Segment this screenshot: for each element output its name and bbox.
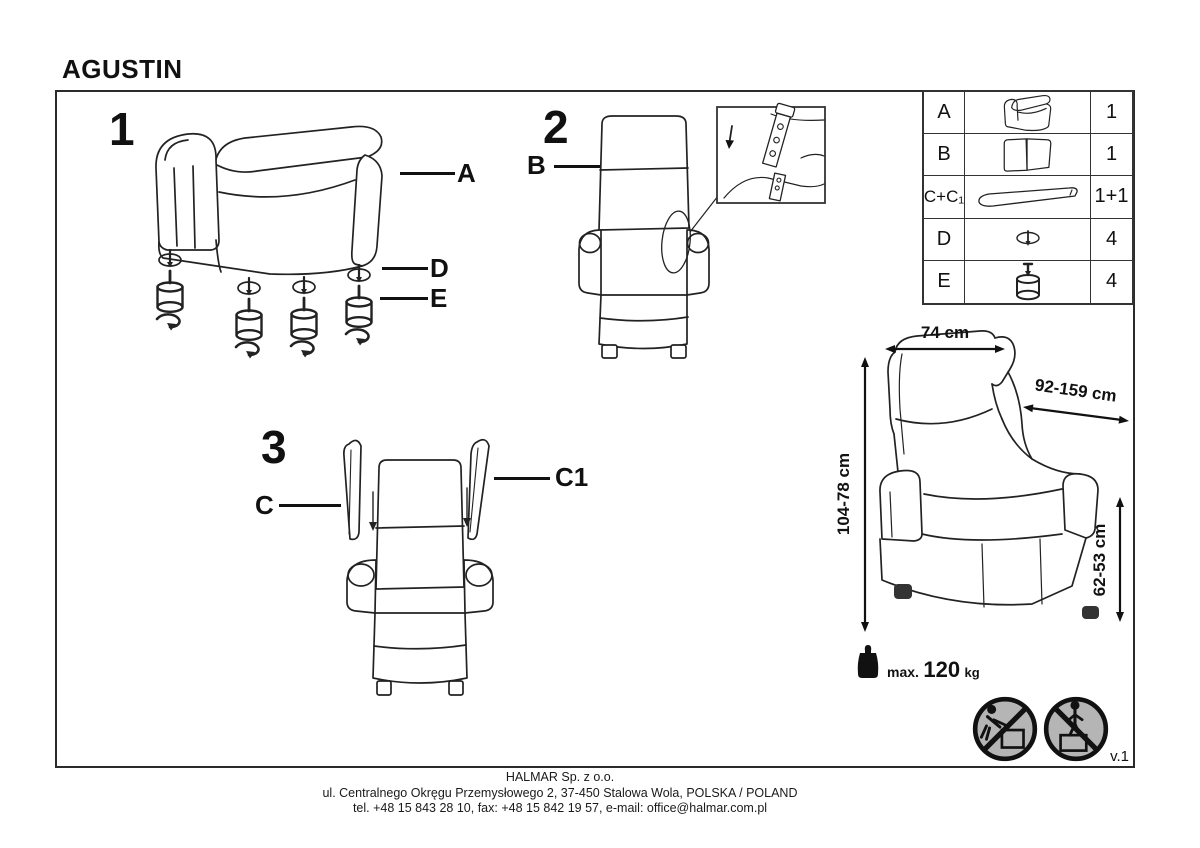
step3-chair-drawing (343, 438, 494, 696)
no-standing-prohibition-icon (1043, 696, 1109, 762)
parts-table: A 1 B 1 C+C₁ (922, 90, 1134, 305)
step1-chair-drawing (155, 125, 383, 360)
inset-connector-line (689, 195, 719, 233)
footer-address: ul. Centralnego Okręgu Przemysłowego 2, … (322, 785, 798, 800)
table-row: E 4 (924, 260, 1132, 303)
step2-number: 2 (543, 101, 569, 153)
label-line-c (279, 504, 341, 507)
dimension-width-label: 74 cm (921, 323, 969, 342)
max-load-unit: kg (964, 665, 980, 680)
footer: HALMAR Sp. z o.o. ul. Centralnego Okręgu… (0, 770, 1120, 817)
max-load-value: 120 (923, 657, 961, 682)
part-label-c1: C1 (555, 462, 589, 492)
label-line-a (400, 172, 455, 175)
part-label-e: E (430, 283, 448, 313)
part-letter: E (924, 260, 965, 303)
armchair-body-icon (1003, 94, 1051, 131)
step1-number: 1 (109, 103, 135, 155)
part-label-d: D (430, 253, 449, 283)
part-label-b: B (527, 150, 546, 180)
max-load-prefix: max. (887, 664, 919, 680)
table-row: B 1 (924, 134, 1132, 177)
part-letter: C+C₁ (924, 176, 965, 218)
no-leaning-prohibition-icon (972, 696, 1038, 762)
weight-icon (857, 645, 879, 678)
part-qty: 4 (1105, 270, 1118, 293)
step2-chair-drawing (578, 115, 710, 359)
label-line-d (382, 267, 428, 270)
label-line-e (380, 297, 428, 300)
footer-company: HALMAR Sp. z o.o. (505, 770, 615, 784)
page-title: AGUSTIN (62, 54, 183, 84)
part-qty: 1+1 (1094, 185, 1129, 208)
part-label-a: A (457, 158, 476, 188)
wing-panel-icon (977, 187, 1078, 207)
part-qty: 1 (1105, 143, 1118, 166)
footer-contact: tel. +48 15 843 28 10, fax: +48 15 842 1… (352, 801, 768, 815)
table-row: C+C₁ 1+1 (924, 176, 1132, 219)
label-line-b (554, 165, 602, 168)
step3-number: 3 (261, 421, 287, 473)
part-label-c: C (255, 490, 274, 520)
dimension-depth-label: 92-159 cm (1034, 375, 1118, 405)
dimensions-figure: 74 cm 104-78 cm 92-159 cm 62-53 cm (834, 323, 1129, 632)
table-row: D 4 (924, 218, 1132, 261)
washer-icon (1015, 230, 1040, 247)
label-line-c1 (494, 477, 550, 480)
dimension-seat-height-label: 62-53 cm (1090, 524, 1109, 597)
bracket-detail-inset (716, 102, 826, 204)
table-row: A 1 (924, 92, 1132, 135)
dimension-height-label: 104-78 cm (834, 453, 853, 535)
diagram-frame: 1 A D (55, 90, 1135, 768)
leg-icon (1015, 262, 1040, 301)
max-load-label: max. 120 kg (887, 657, 980, 683)
part-qty: 1 (1105, 101, 1118, 124)
part-letter: A (924, 92, 965, 134)
part-letter: D (924, 218, 965, 260)
part-qty: 4 (1105, 227, 1118, 250)
backrest-icon (1003, 138, 1051, 172)
part-letter: B (924, 134, 965, 176)
version-label: v.1 (1110, 748, 1129, 765)
